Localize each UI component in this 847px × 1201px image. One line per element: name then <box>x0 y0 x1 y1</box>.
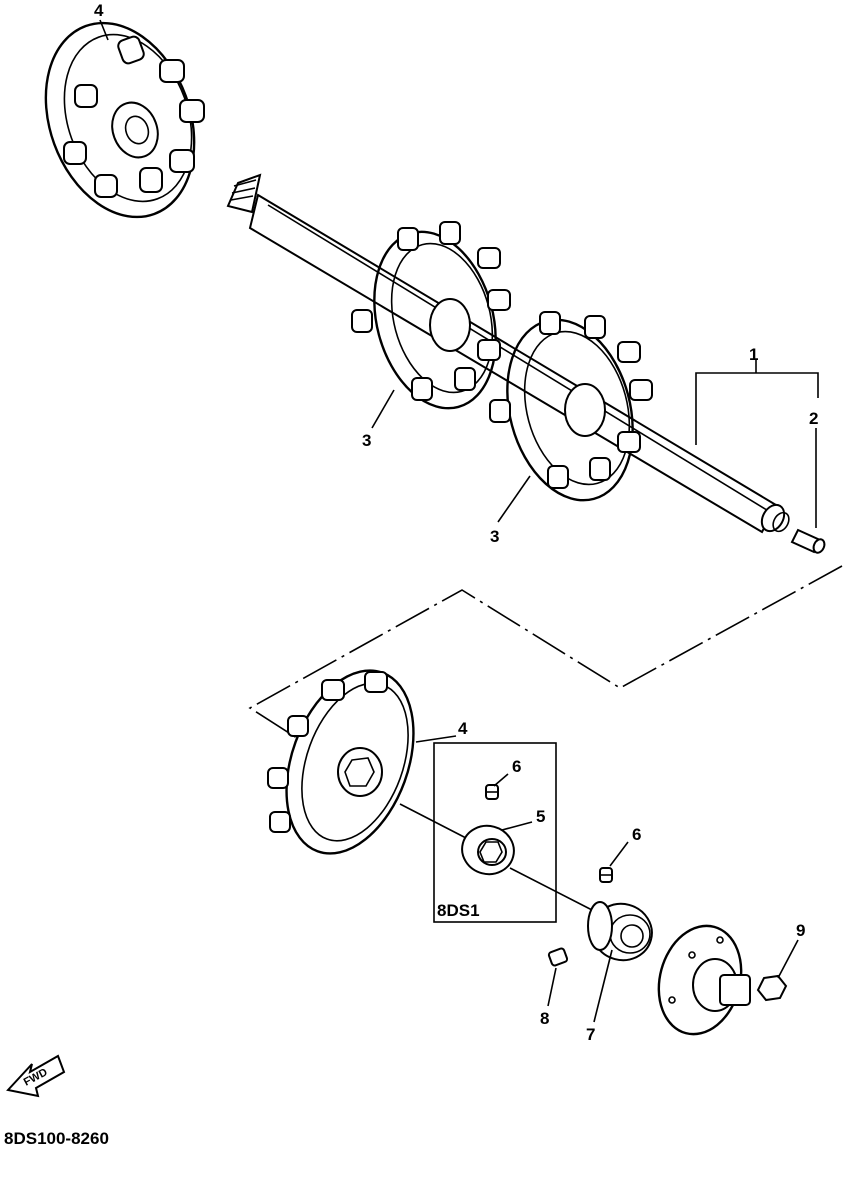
sprocket-wheel-top <box>44 21 205 219</box>
callout-2: 2 <box>809 409 818 428</box>
set-screw-bearing <box>599 867 613 883</box>
callout-4-top: 4 <box>94 1 104 20</box>
grease-nipple <box>547 947 569 967</box>
callout-6-bearing: 6 <box>632 825 641 844</box>
assembly-leader-b <box>509 867 593 911</box>
callout-9: 9 <box>796 921 805 940</box>
nut <box>756 974 788 1002</box>
assembly-dashed-line <box>248 565 843 741</box>
callout-8: 8 <box>540 1009 549 1028</box>
sprocket-center-right <box>489 311 653 502</box>
bearing <box>587 901 653 962</box>
collar <box>461 824 515 876</box>
callout-7: 7 <box>586 1025 595 1044</box>
callout-3-left: 3 <box>362 431 371 450</box>
set-screw-box <box>485 784 499 800</box>
callout-4-bottom: 4 <box>458 719 468 738</box>
drive-shaft <box>226 173 790 534</box>
callout-bracket-1 <box>695 360 819 528</box>
assembly-leader-a <box>399 803 467 839</box>
callout-leaders <box>99 19 799 1023</box>
bearing-housing <box>657 924 751 1036</box>
callout-3-right: 3 <box>490 527 499 546</box>
fwd-arrow: FWD <box>6 1054 66 1098</box>
callout-6-box: 6 <box>512 757 521 776</box>
shaft-end-plug <box>790 528 826 554</box>
variant-box-8ds1 <box>433 742 557 923</box>
sprocket-center-left <box>351 221 511 410</box>
callout-5: 5 <box>536 807 545 826</box>
diagram-code: 8DS100-8260 <box>4 1129 109 1148</box>
box-label: 8DS1 <box>437 901 480 920</box>
callout-1: 1 <box>749 345 758 364</box>
sprocket-wheel-bottom <box>267 669 415 855</box>
